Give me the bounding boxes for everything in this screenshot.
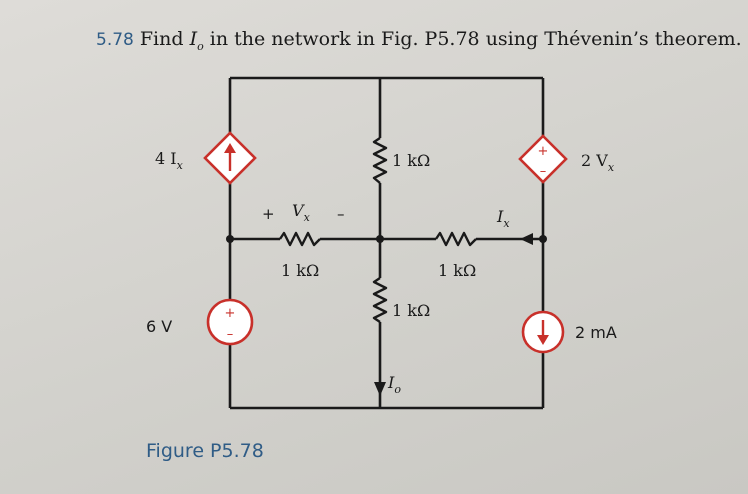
circle-shape-icon xyxy=(206,298,254,346)
junction-center xyxy=(376,235,384,243)
circuit-wires xyxy=(228,76,545,410)
resistor-bottom-mid xyxy=(372,277,388,323)
problem-number: 5.78 xyxy=(96,30,134,50)
junction-left xyxy=(226,235,234,243)
label-r-top-mid: 1 kΩ xyxy=(392,151,430,170)
label-r-left: 1 kΩ xyxy=(281,261,319,280)
resistor-left-horizontal xyxy=(279,231,321,247)
label-vx-minus: – xyxy=(337,205,345,223)
problem-text-after: in the network in Fig. P5.78 using Théve… xyxy=(203,28,742,50)
voltage-source-6v: + – xyxy=(206,298,254,346)
dvs-minus: – xyxy=(540,164,547,179)
label-vx-plus: + xyxy=(262,205,275,223)
dvs-plus: + xyxy=(538,144,549,159)
up-arrow-icon xyxy=(224,143,236,153)
label-vx: Vx xyxy=(292,201,311,224)
junction-right xyxy=(539,235,547,243)
dependent-voltage-source: + – xyxy=(518,134,568,184)
label-ix: Ix xyxy=(496,207,510,230)
resistor-top-mid xyxy=(372,137,388,184)
junction-dots xyxy=(226,235,547,243)
label-4ix: 4 Ix xyxy=(155,149,184,172)
io-arrow-icon xyxy=(374,382,386,396)
problem-variable: I xyxy=(189,28,198,50)
vs-minus: – xyxy=(227,327,234,342)
resistor-right-horizontal xyxy=(435,231,477,247)
figure-caption: Figure P5.78 xyxy=(146,440,264,462)
diamond-shape-icon xyxy=(518,134,568,184)
label-io: Io xyxy=(387,373,401,396)
problem-text-before: Find xyxy=(139,28,190,50)
vs-plus: + xyxy=(225,306,236,321)
label-6v: 6 V xyxy=(146,317,172,336)
problem-variable-sub: o xyxy=(197,39,204,53)
ix-arrow-icon xyxy=(520,233,533,245)
current-source-2ma xyxy=(521,310,565,354)
label-r-bottom-mid: 1 kΩ xyxy=(392,301,430,320)
label-2vx: 2 Vx xyxy=(581,151,615,174)
down-arrow-icon xyxy=(537,335,549,345)
label-r-right: 1 kΩ xyxy=(438,261,476,280)
label-2ma: 2 mA xyxy=(575,323,617,342)
dependent-current-source xyxy=(203,131,257,185)
